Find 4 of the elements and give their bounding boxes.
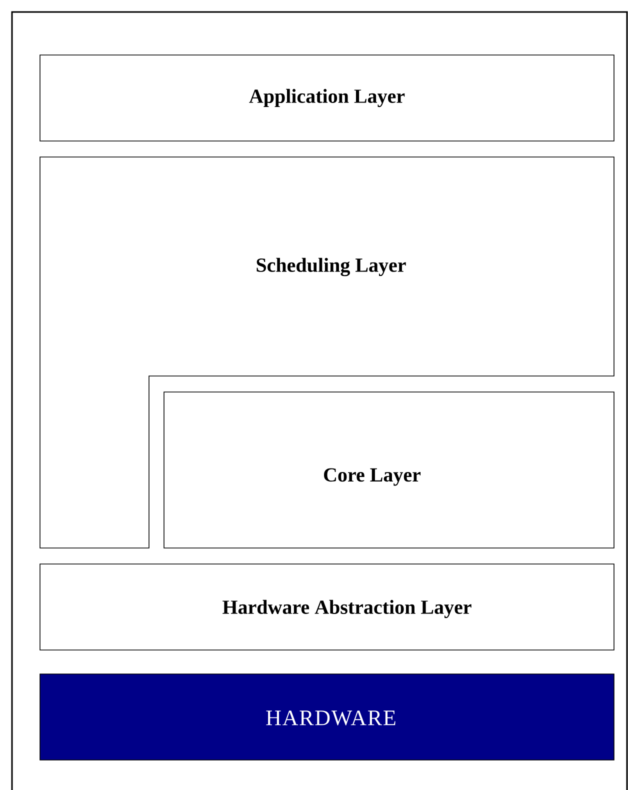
layer-box: Application Layer bbox=[40, 54, 614, 142]
layer-box: Core Layer bbox=[164, 392, 614, 548]
hardware-box: HARDWARE bbox=[40, 674, 614, 760]
layer-box: Hardware Abstraction Layer bbox=[40, 564, 614, 650]
